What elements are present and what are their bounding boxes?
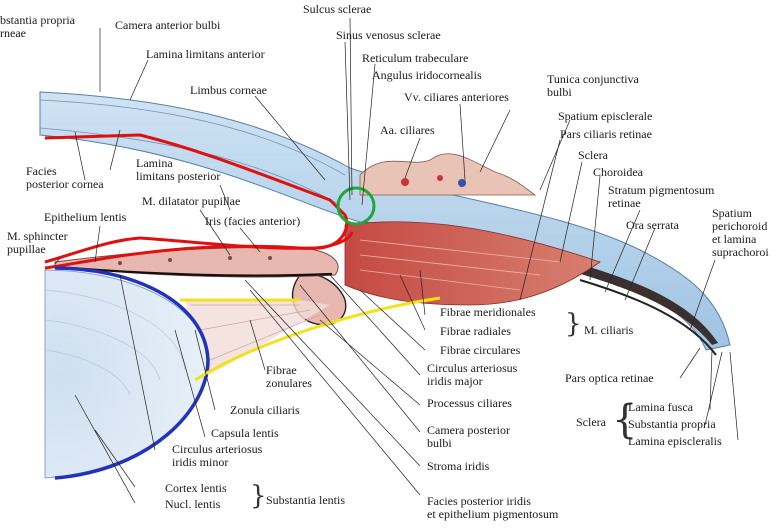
label-lamina-limitans-anterior: Lamina limitans anterior <box>146 47 265 61</box>
label-zonula-ciliaris: Zonula ciliaris <box>230 403 300 417</box>
label-fibrae-radiales: Fibrae radiales <box>440 324 511 338</box>
label-lamina-fusca: Lamina fusca <box>628 400 693 414</box>
label-ora-serrata: Ora serrata <box>626 218 679 232</box>
label-sclera-top: Sclera <box>578 148 608 162</box>
label-cortex-lentis: Cortex lentis <box>165 481 227 495</box>
label-pars-optica-retinae: Pars optica retinae <box>565 371 654 385</box>
label-angulus-iridocornealis: Angulus iridocornealis <box>372 68 482 82</box>
label-sclera-bottom: Sclera <box>576 415 606 429</box>
label-spatium-episclerale: Spatium episclerale <box>558 109 653 123</box>
label-iris-facies-anterior: Iris (facies anterior) <box>205 214 301 228</box>
label-stroma-iridis: Stroma iridis <box>427 459 490 473</box>
label-lamina-episcleralis: Lamina episcleralis <box>628 434 722 448</box>
label-sinus-venosus-sclerae: Sinus venosus sclerae <box>336 28 441 42</box>
zonula-ciliaris <box>185 300 330 375</box>
label-vv-ciliares-anteriores: Vv. ciliares anteriores <box>404 90 509 104</box>
label-fibrae-circulares: Fibrae circulares <box>440 343 521 357</box>
red-annotation-iris <box>44 231 354 270</box>
label-pars-ciliaris-retinae: Pars ciliaris retinae <box>560 127 652 141</box>
label-substantia-lentis: Substantia lentis <box>266 493 345 507</box>
label-m-ciliaris: M. ciliaris <box>584 323 634 337</box>
bracket-m-ciliaris: } <box>565 309 582 339</box>
ciliary-muscle <box>344 221 601 306</box>
conjunctiva <box>359 153 537 196</box>
label-aa-ciliares: Aa. ciliares <box>380 123 435 137</box>
label-choroidea: Choroidea <box>593 165 643 179</box>
label-processus-ciliares: Processus ciliares <box>427 396 512 410</box>
blue-annotation-lens <box>54 266 210 480</box>
green-annotation-circle <box>336 186 376 226</box>
bracket-sclera: { <box>612 397 638 443</box>
label-fibrae-meridionales: Fibrae meridionales <box>440 305 536 319</box>
yellow-annotation-lower <box>194 296 441 382</box>
label-capsula-lentis: Capsula lentis <box>211 426 279 440</box>
bracket-substantia-lentis: } <box>250 481 267 511</box>
label-m-dilatator-pupillae: M. dilatator pupillae <box>142 194 241 208</box>
label-substantia-propria: Substantia propria <box>628 417 716 431</box>
label-reticulum-trabeculare: Reticulum trabeculare <box>362 51 469 65</box>
label-limbus-corneae: Limbus corneae <box>190 83 267 97</box>
label-camera-anterior-bulbi: Camera anterior bulbi <box>115 18 221 32</box>
label-nucl-lentis: Nucl. lentis <box>165 497 221 511</box>
label-epithelium-lentis: Epithelium lentis <box>44 210 127 224</box>
label-sulcus-sclerae: Sulcus sclerae <box>303 2 372 16</box>
